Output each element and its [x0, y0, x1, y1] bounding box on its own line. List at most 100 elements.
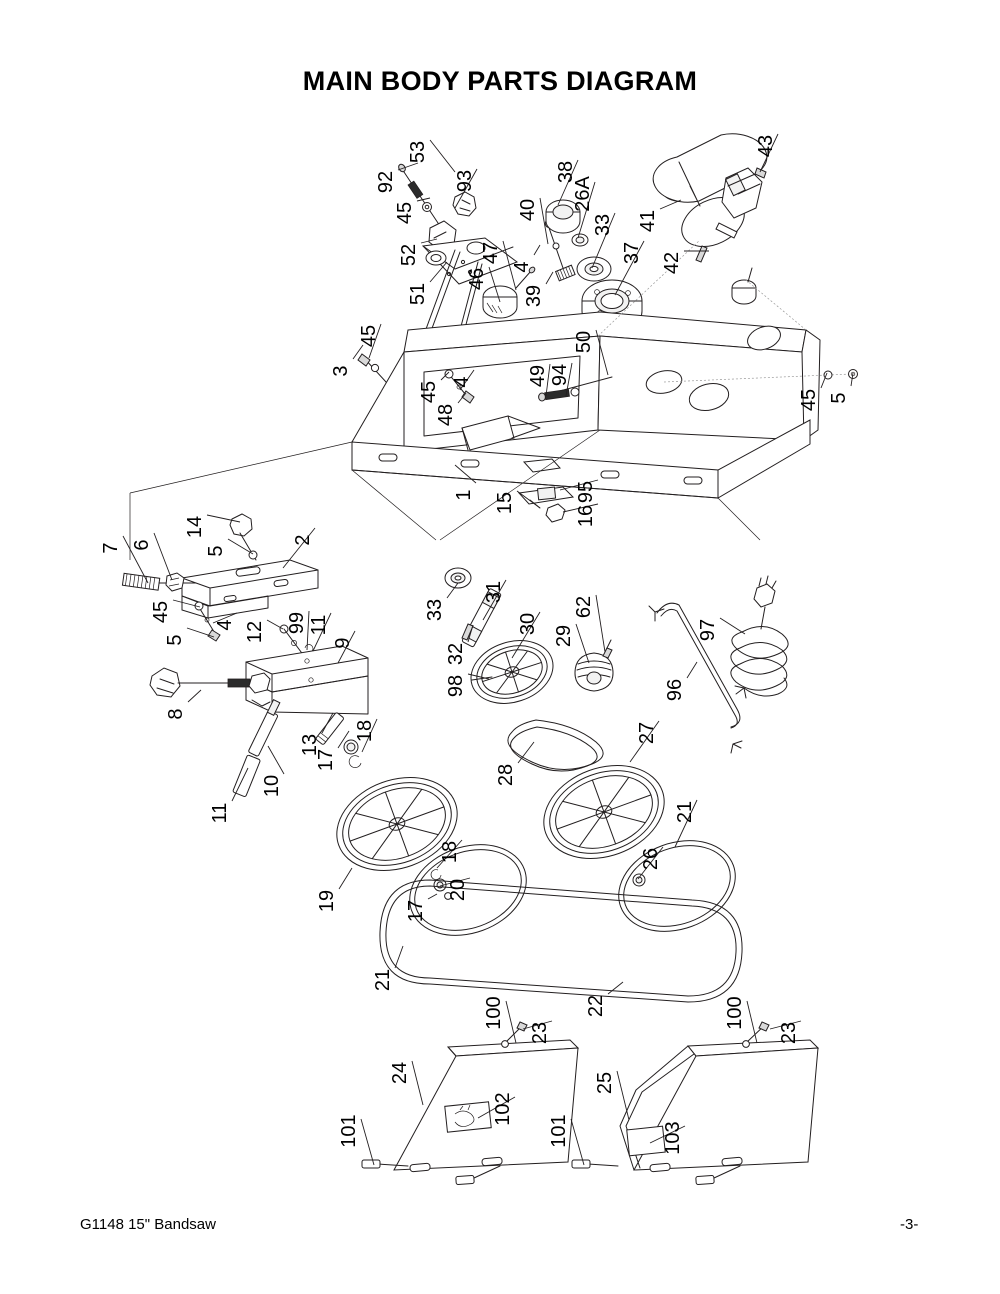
callout-number: 2 — [292, 534, 314, 545]
callout-leader-line — [591, 212, 616, 269]
callout-number: 29 — [553, 625, 575, 647]
callout-45: 45 — [150, 599, 201, 623]
callout-33: 33 — [424, 582, 459, 621]
callout-92: 92 — [375, 162, 419, 193]
callout-leader-line — [312, 612, 332, 652]
callout-number: 33 — [592, 214, 614, 236]
callout-45: 45 — [358, 323, 382, 359]
callout-leader-line — [459, 369, 475, 391]
callout-33: 33 — [591, 212, 616, 269]
callout-number: 52 — [398, 244, 420, 266]
callout-4: 4 — [451, 369, 475, 391]
callout-103: 103 — [649, 1121, 686, 1155]
callout-96: 96 — [664, 661, 698, 701]
callout-17: 17 — [405, 893, 438, 922]
callout-leader-line — [429, 261, 448, 283]
callout-number: 41 — [637, 210, 659, 232]
callout-number: 26 — [640, 848, 662, 870]
callout-number: 45 — [394, 202, 416, 224]
callout-number: 25 — [594, 1072, 616, 1094]
callout-number: 16 — [575, 505, 597, 527]
callout-38: 38 — [555, 159, 579, 206]
callout-leader-line — [502, 240, 517, 291]
callout-leader-line — [614, 240, 645, 296]
callout-number: 17 — [405, 900, 427, 922]
callout-52: 52 — [398, 238, 438, 266]
callout-leader-line — [267, 745, 285, 775]
wheel-27 — [543, 765, 665, 859]
callout-100: 100 — [724, 996, 758, 1044]
callout-number: 31 — [483, 581, 505, 603]
callout-98: 98 — [445, 673, 490, 697]
callout-5: 5 — [205, 538, 254, 557]
callout-48: 48 — [435, 392, 467, 426]
callout-leader-line — [565, 362, 573, 397]
callout-101: 101 — [338, 1114, 375, 1166]
callout-53: 53 — [407, 139, 456, 173]
callout-leader-line — [719, 617, 746, 635]
callout-30: 30 — [511, 611, 541, 659]
tire-21-left — [409, 844, 527, 936]
callout-leader-line — [769, 1020, 802, 1030]
callout-18: 18 — [436, 839, 463, 869]
callout-2: 2 — [282, 527, 316, 569]
callout-25: 25 — [594, 1070, 630, 1121]
callout-leader-line — [212, 612, 238, 624]
callout-number: 62 — [573, 596, 595, 618]
callout-leader-line — [482, 579, 507, 621]
callout-number: 24 — [389, 1062, 411, 1084]
callout-leader-line — [153, 532, 173, 581]
callout-number: 26A — [572, 176, 594, 212]
callout-number: 17 — [315, 749, 337, 771]
callout-8: 8 — [165, 689, 202, 720]
callout-number: 45 — [150, 601, 172, 623]
callout-number: 50 — [573, 331, 595, 353]
callout-number: 3 — [330, 365, 352, 376]
callout-number: 10 — [261, 775, 283, 797]
upper-slide-assembly-2 — [121, 513, 369, 797]
callout-number: 4 — [451, 376, 473, 387]
callout-number: 11 — [209, 803, 231, 824]
callout-number: 18 — [354, 720, 376, 742]
callout-leader-line — [420, 238, 438, 244]
callout-leader-line — [337, 630, 356, 664]
callout-number: 21 — [674, 801, 696, 823]
saw-blade-22 — [379, 879, 743, 1003]
callout-102: 102 — [477, 1092, 516, 1126]
callout-40: 40 — [517, 197, 549, 245]
callout-number: 39 — [523, 285, 545, 307]
callout-leader-line — [545, 363, 551, 397]
callout-leader-line — [545, 271, 554, 285]
callout-number: 49 — [527, 365, 549, 387]
callout-95: 95 — [559, 479, 599, 503]
callout-number: 20 — [447, 879, 469, 901]
callout-number: 103 — [662, 1121, 684, 1154]
callout-11: 11 — [209, 767, 249, 824]
callout-101: 101 — [548, 1114, 585, 1166]
callout-4: 4 — [511, 244, 541, 273]
callout-number: 94 — [549, 364, 571, 386]
callout-6: 6 — [131, 532, 173, 581]
tire-21-right — [618, 840, 736, 932]
callout-number: 92 — [375, 171, 397, 193]
callout-leader-line — [629, 720, 660, 763]
callout-number: 43 — [755, 135, 777, 157]
callout-leader-line — [539, 197, 549, 245]
callout-leader-line — [562, 503, 599, 513]
callout-number: 37 — [621, 242, 643, 264]
callout-number: 97 — [697, 619, 719, 641]
callout-leader-line — [436, 839, 463, 869]
callout-43: 43 — [755, 133, 779, 173]
callout-20: 20 — [439, 877, 471, 901]
callout-number: 5 — [205, 545, 227, 556]
callout-leader-line — [186, 627, 215, 638]
callout-39: 39 — [523, 271, 554, 307]
callout-number: 101 — [338, 1114, 360, 1147]
callout-leader-line — [306, 610, 310, 651]
callout-19: 19 — [316, 867, 353, 912]
callout-number: 53 — [407, 141, 429, 163]
page-title: MAIN BODY PARTS DIAGRAM — [302, 66, 698, 96]
callout-number: 95 — [575, 481, 597, 503]
